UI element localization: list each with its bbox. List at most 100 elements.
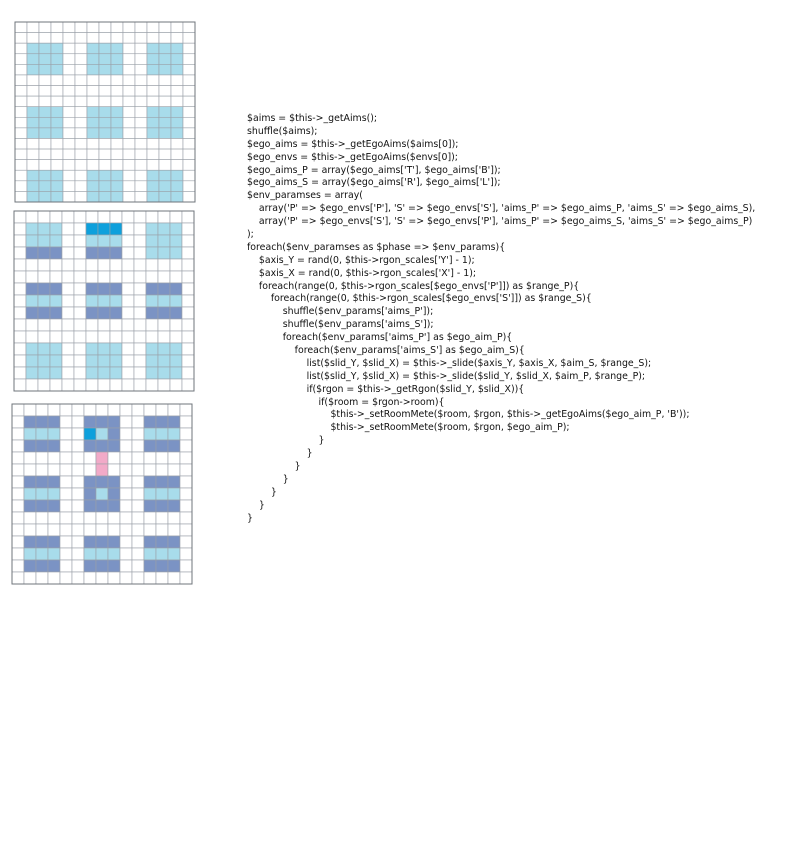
grid-cell-light-blue [86, 127, 100, 139]
grid-cell-empty [61, 246, 75, 260]
grid-cell-empty [13, 282, 27, 296]
grid-cell-empty [14, 85, 28, 97]
code-line: } [247, 448, 313, 460]
grid-cell-empty [62, 127, 76, 139]
code-line: } [247, 461, 301, 473]
grid-cell-steel-blue [23, 499, 37, 513]
grid-cell-empty [62, 32, 76, 44]
grid-cell-empty [98, 85, 112, 97]
grid-cell-empty [74, 64, 88, 76]
grid-cell-empty [143, 403, 157, 417]
grid-cell-empty [62, 106, 76, 118]
grid-cell-empty [170, 32, 184, 44]
grid-cell-steel-blue [97, 306, 111, 320]
grid-cell-steel-blue [143, 439, 157, 453]
grid-cell-light-blue [155, 487, 169, 501]
grid-cell-empty [182, 32, 196, 44]
grid-cell-empty [182, 106, 196, 118]
grid-cell-empty [107, 523, 121, 537]
grid-cell-empty [62, 191, 76, 203]
grid-cell-light-blue [170, 64, 184, 76]
grid-cell-empty [121, 342, 135, 356]
grid-cell-empty [74, 106, 88, 118]
grid-cell-empty [83, 451, 97, 465]
grid-cell-empty [95, 403, 109, 417]
grid-frame [11, 403, 193, 585]
grid-cell-empty [11, 559, 25, 573]
grid-cell-empty [35, 451, 49, 465]
grid-cell-light-blue [23, 547, 37, 561]
grid-cell-steel-blue [25, 306, 39, 320]
grid-cell-empty [109, 378, 123, 392]
grid-cell-light-blue [50, 127, 64, 139]
grid-cell-empty [179, 451, 193, 465]
grid-cell-steel-blue [143, 475, 157, 489]
grid-cell-light-blue [86, 191, 100, 203]
grid-cell-empty [182, 191, 196, 203]
code-line: } [247, 499, 265, 511]
code-line: $this->_setRoomMete($room, $rgon, $ego_a… [247, 422, 570, 434]
grid-cell-steel-blue [107, 559, 121, 573]
grid-cell-empty [122, 64, 136, 76]
grid-cell-empty [74, 138, 88, 150]
grid-cell-steel-blue [107, 427, 121, 441]
grid-cell-empty [107, 403, 121, 417]
grid-cell-light-blue [85, 354, 99, 368]
grid-cell-steel-blue [169, 306, 183, 320]
grid-cell-steel-blue [47, 499, 61, 513]
grid-cell-empty [182, 127, 196, 139]
grid-cell-light-blue [167, 427, 181, 441]
grid-cell-light-blue [146, 191, 160, 203]
grid-cell-empty [131, 523, 145, 537]
grid-cell-empty [134, 106, 148, 118]
grid-cell-steel-blue [49, 246, 63, 260]
grid-cell-empty [182, 138, 196, 150]
grid-cell-empty [50, 95, 64, 108]
grid-cell-light-blue [23, 487, 37, 501]
grid-cell-light-blue [26, 106, 40, 118]
grid-cell-light-blue [143, 427, 157, 441]
grid-cell-empty [83, 571, 97, 585]
grid-cell-empty [121, 354, 135, 368]
grid-cell-empty [71, 511, 85, 525]
grid-cell-light-blue [50, 106, 64, 118]
grid-cell-empty [50, 159, 64, 171]
code-line: $ego_aims_P = array($ego_aims['T'], $ego… [247, 164, 501, 176]
grid-cell-light-blue [146, 169, 160, 182]
grid-cell-light-blue [26, 180, 40, 192]
grid-cell-empty [86, 95, 100, 108]
grid-cell-light-blue [25, 342, 39, 356]
grid-cell-empty [119, 475, 133, 489]
grid-cell-empty [158, 148, 172, 160]
grid-cell-steel-blue [143, 499, 157, 513]
grid-cell-empty [49, 330, 63, 344]
grid-cell-light-blue [50, 180, 64, 192]
grid-cell-empty [71, 535, 85, 549]
grid-cell-empty [133, 342, 147, 356]
grid-cell-steel-blue [155, 559, 169, 573]
grid-cell-light-blue [157, 222, 171, 236]
grid-cell-empty [131, 535, 145, 549]
grid-cell-empty [119, 487, 133, 501]
grid-cell-steel-blue [83, 559, 97, 573]
grid-cell-empty [146, 138, 160, 150]
code-line: foreach(range(0, $this->rgon_scales[$ego… [247, 293, 592, 305]
grid-cell-steel-blue [23, 559, 37, 573]
grid-cell-light-blue [95, 427, 109, 441]
grid-cell-empty [38, 138, 52, 150]
grid-cell-steel-blue [25, 282, 39, 296]
grid-cell-empty [14, 64, 28, 76]
grid-cell-empty [61, 342, 75, 356]
grid-cell-empty [134, 116, 148, 129]
grid-cell-light-blue [35, 487, 49, 501]
grid-cell-light-blue [97, 234, 111, 248]
grid-cell-light-blue [170, 116, 184, 129]
grid-cell-empty [122, 106, 136, 118]
grid-cell-steel-blue [49, 282, 63, 296]
grid-cell-empty [131, 463, 145, 477]
grid-cell-steel-blue [145, 306, 159, 320]
grid-cell-empty [35, 511, 49, 525]
grid-cell-steel-blue [95, 499, 109, 513]
grid-cell-empty [85, 330, 99, 344]
grid-cell-empty [119, 463, 133, 477]
